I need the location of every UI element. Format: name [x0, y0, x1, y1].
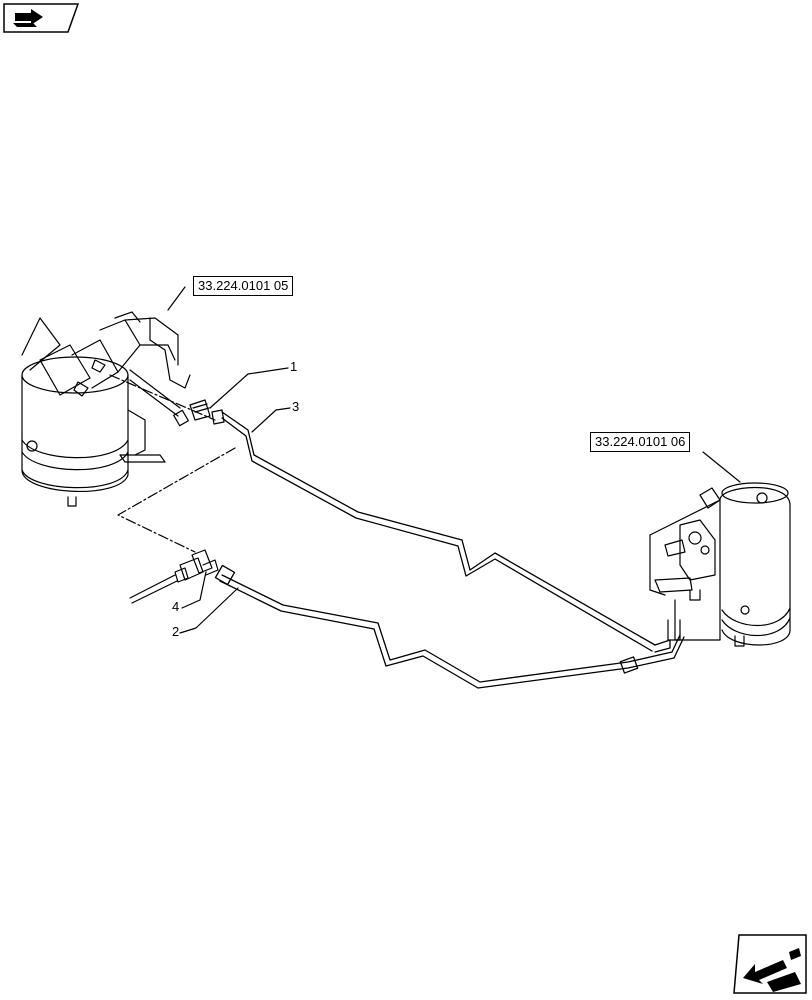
tube-item-3 — [221, 411, 671, 653]
reference-box-left[interactable]: 33.224.0101 05 — [193, 276, 294, 296]
left-tank-assembly — [21, 311, 191, 507]
tube-item-2 — [214, 564, 685, 689]
callout-item-4: 4 — [172, 599, 180, 614]
fitting-item-1 — [189, 399, 225, 425]
arrow-right-book-icon[interactable] — [3, 3, 79, 33]
right-tank-assembly — [649, 482, 791, 647]
callout-item-2: 2 — [172, 624, 180, 639]
reference-box-right[interactable]: 33.224.0101 06 — [590, 432, 691, 452]
callout-item-1: 1 — [290, 359, 298, 374]
arrow-return-icon[interactable] — [733, 934, 807, 994]
callout-item-3: 3 — [292, 399, 300, 414]
callout-leaders — [179, 367, 291, 634]
tee-fitting-item-4 — [129, 549, 219, 604]
dash-dot-guide-lines — [109, 374, 236, 553]
reference-leaders — [167, 286, 741, 483]
